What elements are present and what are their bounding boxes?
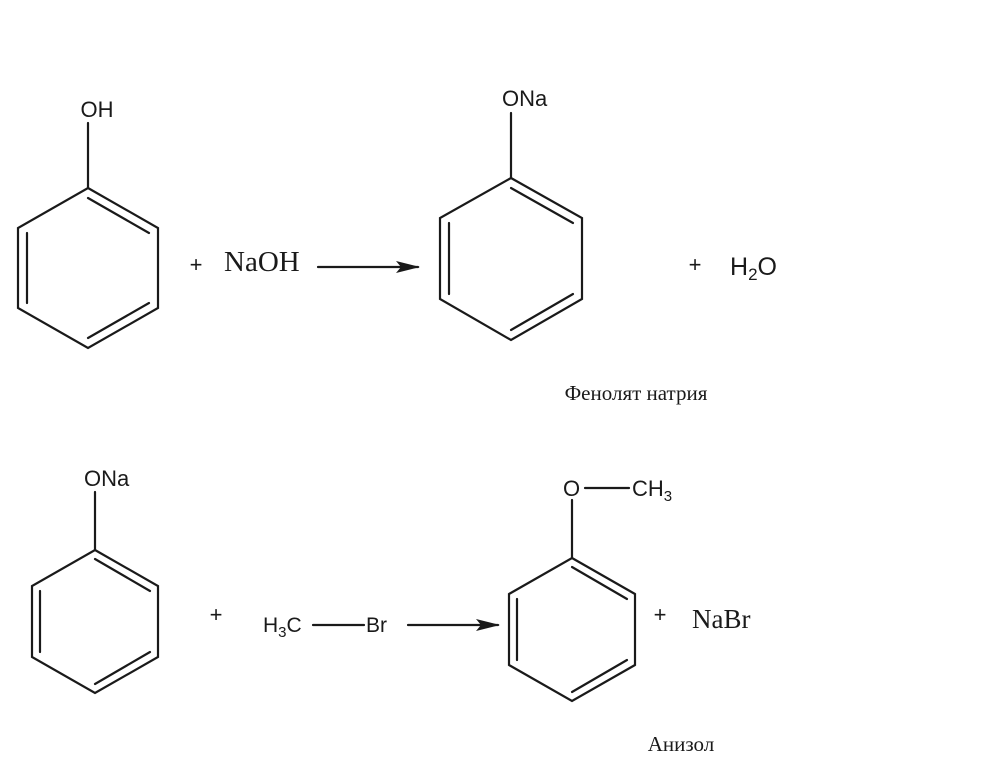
reactant-double-bond-2 <box>93 650 152 686</box>
sodium-hydroxide-label: NaOH <box>224 246 300 278</box>
water-label: H2O <box>730 253 777 284</box>
anisole-oxygen-label: O <box>563 476 580 501</box>
sodium-phenolate-molecule: ONa <box>438 86 584 342</box>
anisole-name: Анизол <box>648 732 715 756</box>
phenol-double-bond-2 <box>86 301 151 340</box>
reaction-2-plus-2: + <box>654 602 667 627</box>
methyl-group-label: H3C <box>263 614 302 641</box>
reaction-2-plus-1: + <box>210 602 223 627</box>
bromine-label: Br <box>366 614 387 637</box>
reaction-1: OH + NaOH ONa + H2O Фенолят натрия <box>16 86 777 405</box>
sodium-phenolate-reactant-molecule: ONa <box>30 466 160 695</box>
phenolate-double-bond-2 <box>509 292 575 332</box>
phenol-double-bond-1 <box>86 196 151 235</box>
reaction-1-plus-2: + <box>689 252 702 277</box>
sodium-phenolate-name: Фенолят натрия <box>565 381 708 405</box>
reactant-benzene-ring <box>30 548 160 695</box>
reaction-2: ONa + H3C Br O CH3 + NaBr Анизол <box>30 466 750 756</box>
reactant-ona-label: ONa <box>84 466 130 491</box>
anisole-methyl-label: CH3 <box>632 476 672 505</box>
phenolate-ona-label: ONa <box>502 86 548 111</box>
anisole-molecule: O CH3 <box>507 476 672 703</box>
methyl-bromide-molecule: H3C Br <box>263 614 387 641</box>
phenol-benzene-ring <box>16 186 160 350</box>
sodium-bromide-label: NaBr <box>692 604 750 634</box>
anisole-benzene-ring <box>507 556 637 703</box>
phenol-oh-label: OH <box>81 97 114 122</box>
phenol-molecule: OH <box>16 97 160 350</box>
reaction-1-plus-1: + <box>190 252 203 277</box>
anisole-double-bond-1 <box>570 565 629 601</box>
phenolate-benzene-ring <box>438 176 584 342</box>
anisole-double-bond-2 <box>570 658 629 694</box>
reactant-double-bond-1 <box>93 557 152 593</box>
phenolate-double-bond-1 <box>509 186 575 225</box>
